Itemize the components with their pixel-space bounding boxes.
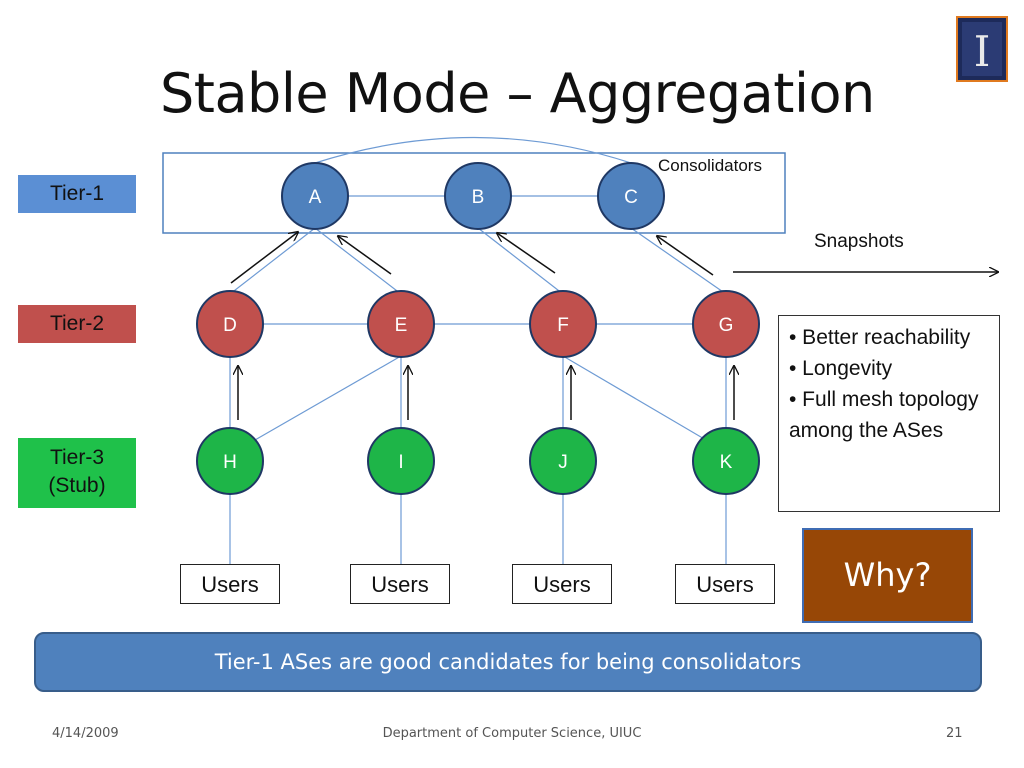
node-j-label: J xyxy=(558,452,568,473)
node-c-label: C xyxy=(624,187,638,208)
edge-e-h xyxy=(254,355,402,441)
bullet-full-mesh: • Full mesh topology among the ASes xyxy=(789,388,979,442)
arrow-d-to-a xyxy=(230,232,298,284)
node-f-label: F xyxy=(557,315,569,336)
snapshots-label: Snapshots xyxy=(814,231,904,252)
node-f: F xyxy=(529,290,597,358)
node-b: B xyxy=(444,162,512,230)
arrow-group xyxy=(230,232,998,420)
node-k-label: K xyxy=(720,452,733,473)
node-i: I xyxy=(367,427,435,495)
tier2-label: Tier-2 xyxy=(18,305,136,343)
footer-page-number: 21 xyxy=(946,726,963,741)
node-i-label: I xyxy=(398,452,403,473)
consolidators-box xyxy=(162,152,786,234)
node-d: D xyxy=(196,290,264,358)
consolidators-label: Consolidators xyxy=(658,156,762,175)
university-logo: I xyxy=(956,16,1008,82)
benefits-box: • Better reachability • Longevity • Full… xyxy=(778,315,1000,512)
node-a: A xyxy=(281,162,349,230)
conclusion-banner: Tier-1 ASes are good candidates for bein… xyxy=(34,632,982,692)
bullet-longevity: • Longevity xyxy=(789,357,893,380)
edge-group xyxy=(229,195,727,564)
edge-a-c xyxy=(314,136,632,164)
tier3-label: Tier-3 (Stub) xyxy=(18,438,136,508)
edge-c-g xyxy=(630,227,727,295)
users-box-h: Users xyxy=(180,564,280,604)
node-d-label: D xyxy=(223,315,237,336)
node-a-label: A xyxy=(309,187,322,208)
edge-f-k xyxy=(562,355,707,441)
node-j: J xyxy=(529,427,597,495)
footer-department: Department of Computer Science, UIUC xyxy=(382,726,642,741)
users-box-j: Users xyxy=(512,564,612,604)
node-c: C xyxy=(597,162,665,230)
node-k: K xyxy=(692,427,760,495)
edge-b-f xyxy=(477,227,564,295)
logo-letter: I xyxy=(973,27,991,76)
tier3-label-line2: (Stub) xyxy=(48,474,106,497)
footer-date: 4/14/2009 xyxy=(52,726,119,741)
arrow-e-to-a xyxy=(338,236,392,275)
tier1-label: Tier-1 xyxy=(18,175,136,213)
users-box-i: Users xyxy=(350,564,450,604)
node-h: H xyxy=(196,427,264,495)
why-box: Why? xyxy=(802,528,973,623)
logo-background: I xyxy=(962,22,1002,76)
slide-title: Stable Mode – Aggregation xyxy=(160,62,875,125)
users-box-k: Users xyxy=(675,564,775,604)
node-e-label: E xyxy=(395,315,408,336)
arrow-f-to-b xyxy=(497,233,556,274)
edge-a-d xyxy=(229,227,316,295)
node-g-label: G xyxy=(719,315,734,336)
arrow-g-to-c xyxy=(657,236,714,276)
tier3-label-line1: Tier-3 xyxy=(49,446,105,469)
node-g: G xyxy=(692,290,760,358)
edge-a-e xyxy=(314,227,402,295)
node-h-label: H xyxy=(223,452,237,473)
bullet-reachability: • Better reachability xyxy=(789,326,971,349)
node-b-label: B xyxy=(472,187,485,208)
node-e: E xyxy=(367,290,435,358)
